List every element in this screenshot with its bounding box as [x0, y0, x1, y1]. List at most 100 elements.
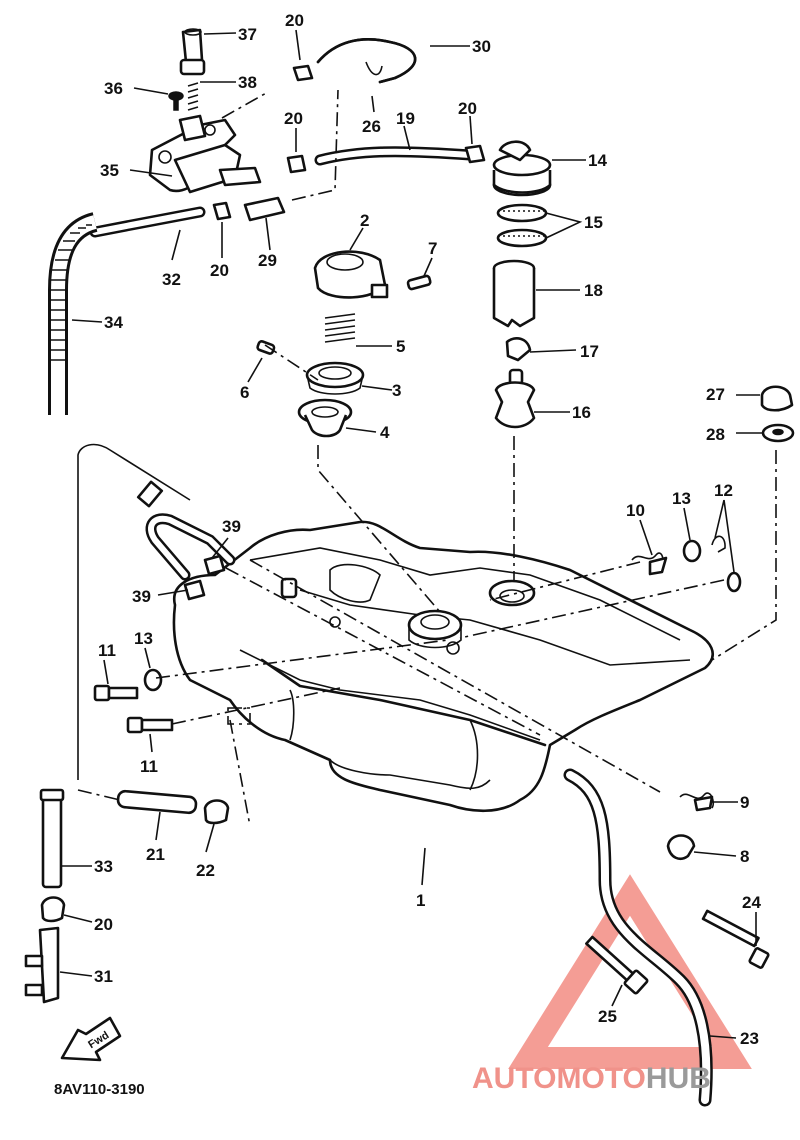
spring-5: [324, 313, 356, 343]
spring-clip-10: [631, 552, 668, 576]
callout-20: 20: [94, 915, 113, 934]
callout-13: 13: [134, 629, 153, 648]
callout-27: 27: [706, 385, 725, 404]
callout-14: 14: [588, 151, 607, 170]
callout-31: 31: [94, 967, 113, 986]
ring-3: [305, 361, 365, 395]
spring-38: [187, 82, 199, 111]
clip-20b: [286, 154, 307, 174]
clip-20a: [292, 64, 314, 82]
hose-19: [314, 146, 476, 166]
joint-31: [24, 926, 60, 1004]
hose-21: [116, 789, 198, 815]
callout-39: 39: [132, 587, 151, 606]
callout-30: 30: [472, 37, 491, 56]
callout-11: 11: [98, 641, 116, 660]
callout-24: 24: [742, 893, 761, 912]
callout-18: 18: [584, 281, 603, 300]
callout-20: 20: [285, 11, 304, 30]
callout-9: 9: [740, 793, 749, 812]
washer-13b: [143, 668, 163, 692]
leader-lines: [59, 29, 762, 1039]
callout-33: 33: [94, 857, 113, 876]
washer-13a: [682, 539, 702, 563]
callout-22: 22: [196, 861, 215, 880]
cap-seat-4: [297, 398, 353, 438]
pin-7: [406, 274, 432, 291]
drain-hose-23: [563, 768, 713, 1107]
callout-37: 37: [238, 25, 257, 44]
pump-cap-14: [492, 140, 552, 197]
grommet-block: [227, 707, 251, 725]
callout-4: 4: [380, 423, 390, 442]
clips-12: [711, 535, 742, 593]
watermark-text: AUTOMOTOHUB: [472, 1062, 711, 1095]
pin-6: [256, 340, 276, 355]
clip-26: [365, 61, 383, 76]
watermark: AUTOMOTOHUB: [472, 1062, 711, 1095]
clip-39a: [203, 554, 226, 576]
callout-26: 26: [362, 117, 381, 136]
callout-15: 15: [584, 213, 603, 232]
filter-16: [494, 368, 536, 429]
callout-8: 8: [740, 847, 749, 866]
callout-35: 35: [100, 161, 119, 180]
front-direction-arrow: Fwd: [60, 1016, 122, 1062]
vent-hose-loop: [136, 480, 236, 581]
fuel-cap-2: [313, 250, 389, 299]
fuel-cock-assembly: [148, 114, 262, 194]
callout-2: 2: [360, 211, 369, 230]
callout-20: 20: [458, 99, 477, 118]
clip-39b: [183, 579, 206, 601]
watermark-auto: AUTO: [472, 1062, 556, 1095]
callout-38: 38: [238, 73, 257, 92]
breather-hose-34: [48, 212, 98, 415]
callout-21: 21: [146, 845, 165, 864]
screw-36: [168, 91, 184, 111]
callout-19: 19: [396, 109, 415, 128]
callout-5: 5: [396, 337, 405, 356]
pipe-33: [39, 788, 65, 889]
fuel-tank: [172, 520, 714, 813]
clip-9: [679, 792, 715, 812]
callout-7: 7: [428, 239, 437, 258]
pump-body-18: [492, 259, 536, 328]
callout-10: 10: [626, 501, 645, 520]
callout-numbers: 37 20 30 36 38 26 20 19 20 14 35 15 2 7 …: [94, 11, 761, 1048]
alignment-lines: [77, 89, 777, 827]
callout-36: 36: [104, 79, 123, 98]
callout-16: 16: [572, 403, 591, 422]
callout-39: 39: [222, 517, 241, 536]
washer-28: [761, 423, 795, 443]
cap-nut-27: [760, 385, 794, 412]
callout-11: 11: [140, 757, 158, 776]
clip-17: [505, 336, 532, 362]
callout-13: 13: [672, 489, 691, 508]
callout-34: 34: [104, 313, 123, 332]
clip-22: [203, 799, 230, 825]
callout-25: 25: [598, 1007, 617, 1026]
bolt-11a: [93, 684, 139, 702]
hose-30: [316, 38, 417, 84]
callout-12: 12: [714, 481, 733, 500]
breather-pipe-long: [77, 443, 191, 780]
callout-6: 6: [240, 383, 249, 402]
o-rings-15: [496, 203, 548, 248]
drawing-code: 8AV110-3190: [54, 1081, 145, 1098]
callout-1: 1: [416, 891, 425, 910]
clip-20d: [212, 201, 232, 221]
callout-3: 3: [392, 381, 401, 400]
bolt-24: [701, 909, 770, 969]
bolt-11b: [126, 716, 174, 734]
damper-8: [666, 834, 696, 860]
watermark-hub: HUB: [646, 1062, 711, 1095]
callout-20: 20: [210, 261, 229, 280]
callout-32: 32: [162, 270, 181, 289]
watermark-moto: MOTO: [556, 1062, 645, 1095]
callout-23: 23: [740, 1029, 759, 1048]
clip-20c: [464, 144, 486, 164]
petcock-nozzle-37: [179, 28, 206, 76]
callout-28: 28: [706, 425, 725, 444]
hose-32: [89, 206, 206, 238]
